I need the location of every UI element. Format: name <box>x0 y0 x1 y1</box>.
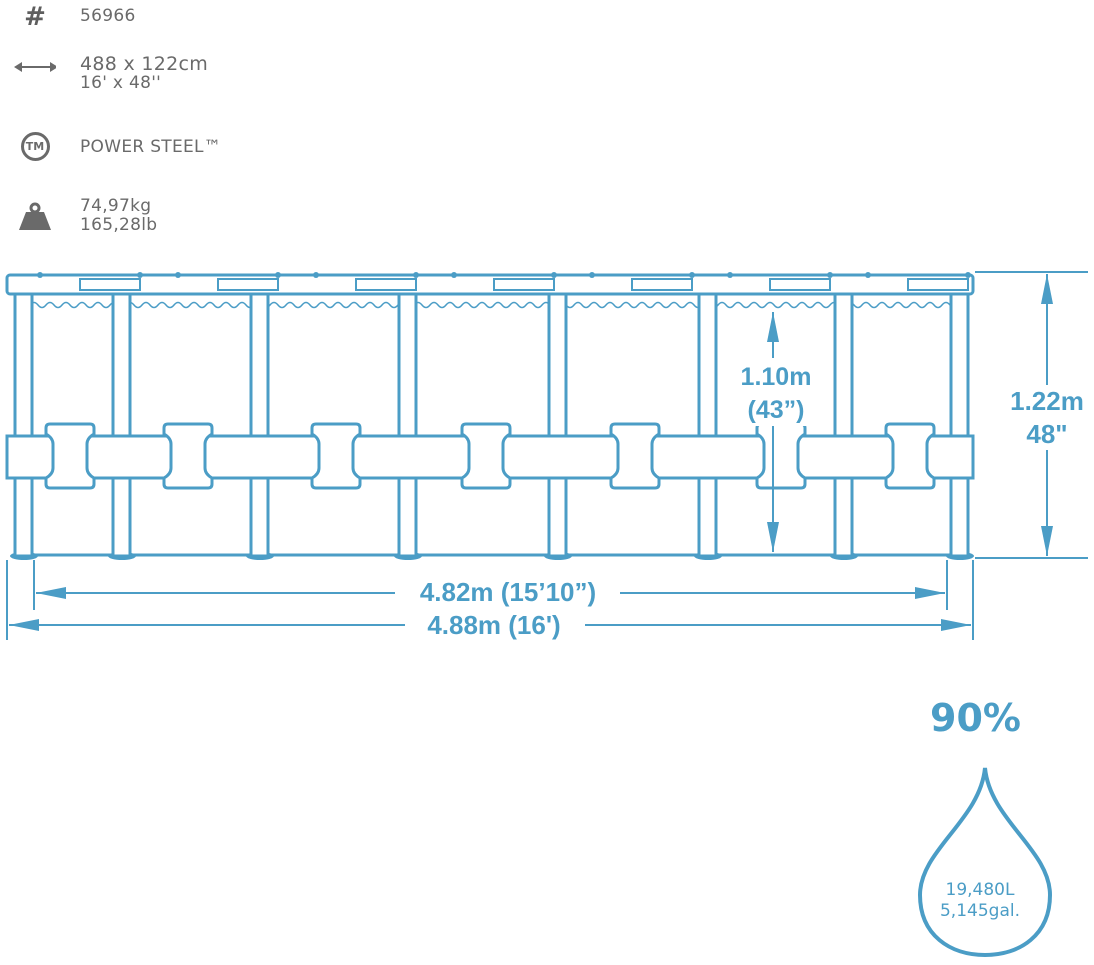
label-gap <box>1000 385 1094 450</box>
arrowhead <box>767 522 779 552</box>
weight-icon <box>14 202 56 230</box>
rail-joint <box>631 278 693 291</box>
model-number: 56966 <box>80 6 136 26</box>
rail-rivet <box>137 272 143 278</box>
size-imperial: 16' x 48'' <box>80 73 162 93</box>
belt-connector <box>884 422 936 490</box>
belt-connector <box>162 422 214 490</box>
belt-connector <box>310 422 362 490</box>
water-fill-percent: 90% <box>930 696 1021 740</box>
label-gap <box>395 578 620 606</box>
outer-height-imperial: 48" <box>1026 419 1067 449</box>
rail-joint <box>493 278 555 291</box>
rail-rivet <box>313 272 319 278</box>
size-metric: 488 x 122cm <box>80 53 209 75</box>
hash-icon: # <box>24 2 46 32</box>
outer-width-label: 4.88m (16') <box>427 610 560 640</box>
trademark-icon: TM <box>14 132 56 161</box>
frame-post <box>833 288 854 558</box>
rail-rivet <box>589 272 595 278</box>
belt-connector <box>44 422 96 490</box>
rail-rivet <box>551 272 557 278</box>
rail-rivet <box>451 272 457 278</box>
arrowhead <box>767 312 779 342</box>
inner-height-imperial: (43”) <box>748 396 805 424</box>
water-drop-icon <box>917 767 1053 958</box>
belt-connector <box>755 422 807 490</box>
frame-post <box>397 288 418 558</box>
water-gallons: 5,145gal. <box>939 901 1020 921</box>
rail-rivet <box>827 272 833 278</box>
water-line <box>29 301 959 309</box>
rail-rivet <box>175 272 181 278</box>
inner-height-metric: 1.10m <box>741 363 812 391</box>
outer-height-metric: 1.22m <box>1010 386 1084 416</box>
arrowhead <box>9 619 39 631</box>
rail-rivet <box>689 272 695 278</box>
pool-frame <box>5 272 975 560</box>
rail-rivet <box>727 272 733 278</box>
arrowhead <box>915 587 945 599</box>
frame-post <box>111 288 132 558</box>
weight-imperial: 165,28lb <box>80 215 158 235</box>
double-arrow-icon <box>14 61 56 73</box>
dimension-lines <box>6 271 1094 640</box>
belt-connector <box>460 422 512 490</box>
frame-post <box>249 288 270 558</box>
rail-joint <box>79 278 141 291</box>
frame-type: POWER STEEL™ <box>80 137 222 157</box>
rail-rivet <box>965 272 971 278</box>
water-volume: 19,480L 5,145gal. <box>915 880 1045 922</box>
arrowhead <box>1041 526 1053 556</box>
arrowhead <box>941 619 971 631</box>
rail-joint <box>907 278 969 291</box>
inner-width-label: 4.82m (15’10”) <box>420 577 596 607</box>
frame-post <box>697 288 718 558</box>
frame-post <box>547 288 568 558</box>
belt-connector <box>609 422 661 490</box>
rail-rivet <box>275 272 281 278</box>
rail-joint <box>769 278 831 291</box>
label-gap <box>405 610 585 638</box>
rail-joint <box>217 278 279 291</box>
rail-rivet <box>413 272 419 278</box>
weight-metric: 74,97kg <box>80 196 152 216</box>
arrowhead <box>36 587 66 599</box>
frame-post <box>949 288 970 558</box>
frame-post <box>13 288 34 558</box>
rail-joint <box>355 278 417 291</box>
water-liters: 19,480L <box>945 880 1015 900</box>
rail-rivet <box>865 272 871 278</box>
rail-rivet <box>37 272 43 278</box>
arrowhead <box>1041 274 1053 304</box>
